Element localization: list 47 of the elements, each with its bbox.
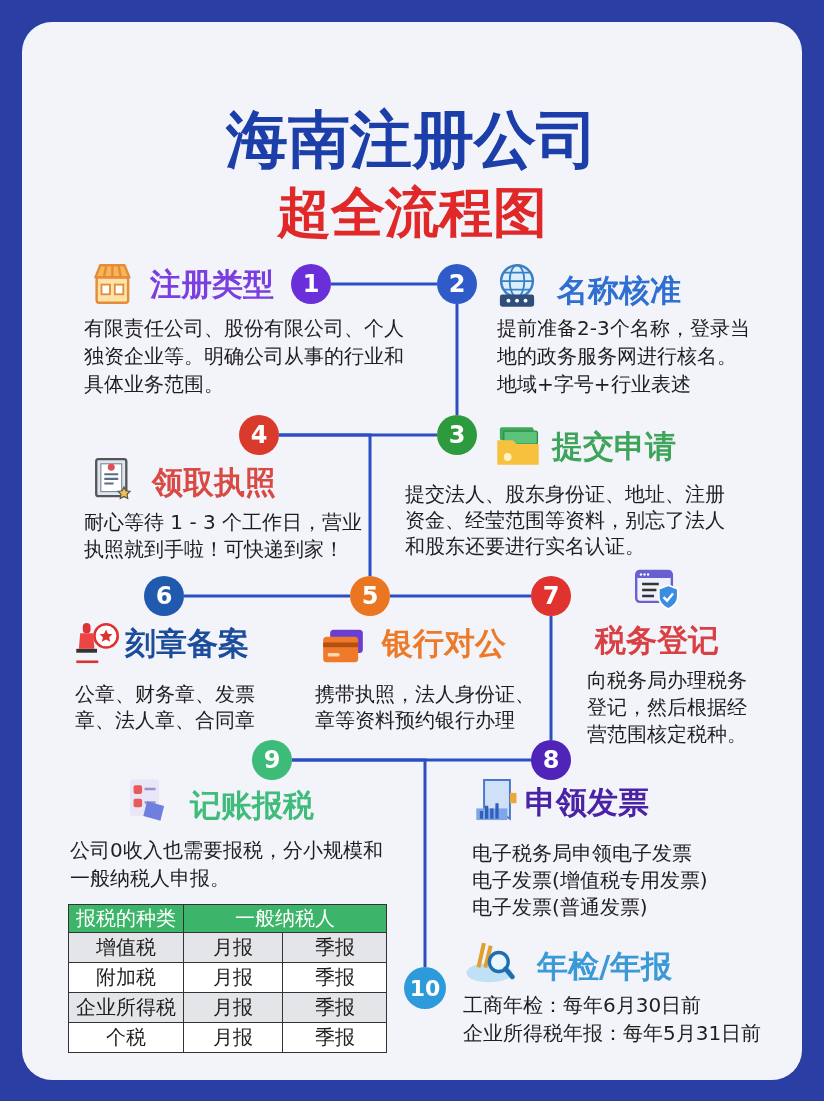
title: 海南注册公司 — [225, 102, 599, 178]
connector-line — [292, 758, 427, 967]
table-cell: 月报 — [183, 992, 283, 1023]
step-description: 向税务局办理税务登记，然后根据经营范围核定税种。 — [587, 667, 748, 748]
connector-line — [455, 304, 459, 415]
step-heading: 记账报税 — [190, 787, 314, 823]
table-cell: 附加税 — [68, 962, 184, 993]
step-description: 工商年检：每年6月30日前 — [463, 992, 703, 1019]
table-cell: 季报 — [282, 1022, 387, 1053]
step-heading: 税务登记 — [595, 622, 719, 658]
step-heading: 刻章备案 — [125, 625, 249, 661]
step-description: 有限责任公司、股份有限公司、个人独资企业等。明确公司从事的行业和具体业务范围。 — [84, 315, 405, 398]
table-cell: 月报 — [183, 1022, 283, 1053]
step-description: 携带执照，法人身份证、章等资料预约银行办理 — [315, 681, 536, 733]
connector-line — [184, 594, 350, 598]
connector-line — [549, 616, 553, 740]
step-description: 电子税务局申领电子发票 — [472, 840, 693, 867]
table-cell: 增值税 — [68, 932, 184, 963]
connector-line — [279, 433, 372, 576]
table-header-cell: 一般纳税人 — [183, 904, 387, 933]
step-description: 企业所得税年报：每年5月31日前 — [463, 1020, 763, 1047]
step-description: 地域+字号+行业表述 — [497, 371, 692, 398]
table-cell: 个税 — [68, 1022, 184, 1053]
table-cell: 企业所得税 — [68, 992, 184, 1023]
table-cell: 月报 — [183, 932, 283, 963]
step-heading: 领取执照 — [152, 464, 276, 500]
step-description: 电子发票(普通发票) — [472, 894, 649, 921]
step-description: 提前准备2-3个名称，登录当地的政务服务网进行核名。 — [497, 315, 751, 370]
step-description: 耐心等待 1 - 3 个工作日，营业执照就到手啦！可快递到家！ — [84, 509, 364, 563]
subtitle: 超全流程图 — [276, 180, 548, 246]
step-heading: 提交申请 — [552, 428, 676, 464]
step-heading: 银行对公 — [382, 625, 506, 661]
table-header-cell: 报税的种类 — [68, 904, 184, 933]
step-description: 提交法人、股东身份证、地址、注册资金、经莹范围等资料，别忘了法人和股东还要进行实名认证。 — [405, 481, 726, 559]
table-cell: 季报 — [282, 992, 387, 1023]
description-text: 公章、财务章、发票章、法人章、合同章 — [75, 681, 256, 733]
table-cell: 月报 — [183, 962, 283, 993]
step-description: 电子发票(增值税专用发票) — [472, 867, 709, 894]
connector-line — [390, 594, 531, 598]
step-heading: 注册类型 — [150, 266, 274, 302]
step-heading: 申领发票 — [525, 784, 649, 820]
table-cell: 季报 — [282, 932, 387, 963]
step-heading: 年检/年报 — [537, 948, 673, 984]
table-cell: 季报 — [282, 962, 387, 993]
step-description: 公司0收入也需要报税，分小规模和一般纳税人申报。 — [70, 837, 384, 892]
step-heading: 名称核准 — [557, 272, 681, 308]
connector-line — [331, 282, 437, 286]
